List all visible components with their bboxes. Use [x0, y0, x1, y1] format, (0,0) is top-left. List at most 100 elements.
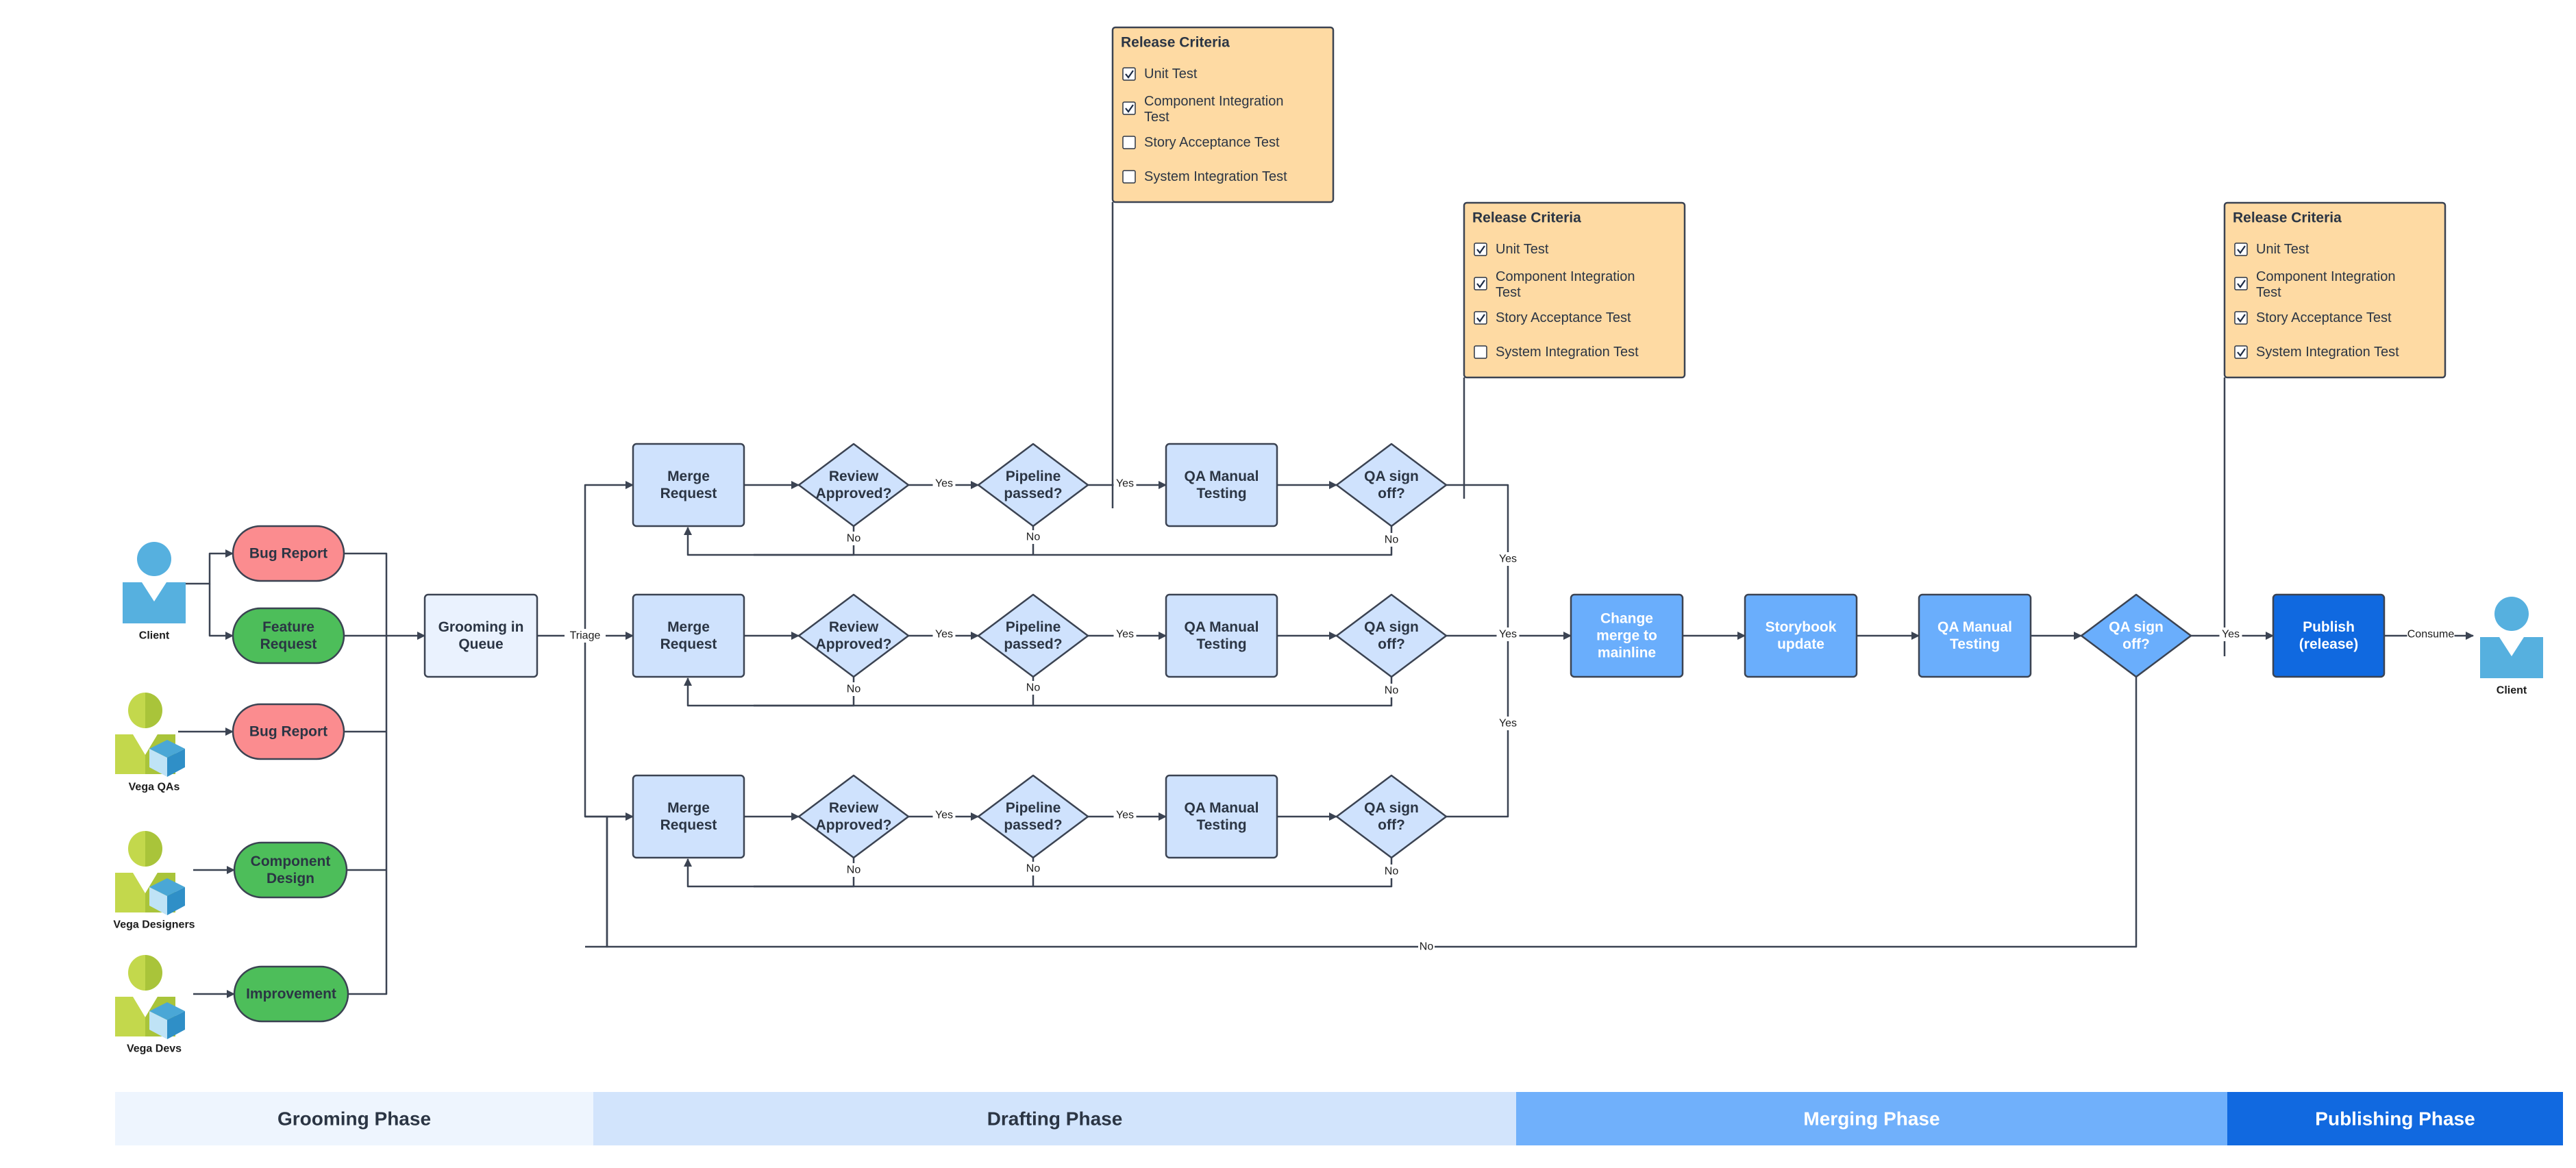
criteria-item-label: Unit Test: [1144, 66, 1198, 82]
criteria-item: Unit Test: [2234, 242, 2309, 257]
vega-designers-actor-label: Vega Designers: [113, 919, 195, 931]
label-signoff-no-3-bg: [1383, 865, 1400, 878]
label-pipeline-no-3-text: No: [1026, 863, 1041, 875]
label-review-yes-2-text: Yes: [935, 629, 953, 641]
release-criteria-title: Release Criteria: [2233, 210, 2342, 226]
label-signoff1-yes-text: Yes: [1499, 554, 1517, 565]
feature-request-node-label: Request: [260, 636, 317, 652]
label-review-yes-3-bg: [932, 808, 956, 822]
qa-manual-testing-merge-node-label: QA Manual: [1937, 619, 2012, 635]
review-approved-node-1-label: Approved?: [816, 486, 892, 501]
review-approved-node-3-label: Approved?: [816, 817, 892, 833]
label-signoff-no-2-text: No: [1385, 685, 1399, 697]
storybook-update-node-label: update: [1777, 636, 1824, 652]
edge-review-no-3: [684, 858, 855, 888]
edge-triage-row3: [584, 636, 633, 818]
label-review-yes-2: Yes: [932, 628, 956, 641]
label-review-yes-2-bg: [932, 628, 956, 641]
label-pipeline-yes-2-text: Yes: [1116, 629, 1134, 641]
label-signoff2-yes-text: Yes: [1499, 629, 1517, 641]
qa-signoff-node-3-label: QA sign: [1364, 800, 1419, 816]
check-mark-icon: [2237, 314, 2246, 323]
label-review-yes-3: Yes: [932, 808, 956, 822]
phase-band-bg: [1516, 1092, 2227, 1145]
phase-label: Publishing Phase: [2315, 1108, 2475, 1130]
criteria-item-label: System Integration Test: [1496, 345, 1639, 360]
label-signoff-no-3: No: [1383, 865, 1400, 878]
pipeline-passed-node-2-label: passed?: [1004, 636, 1062, 652]
label-final-yes-text: Yes: [2222, 629, 2240, 641]
client-end-actor-label: Client: [2497, 685, 2527, 697]
qa-signoff-node-2-shape: [1335, 593, 1448, 678]
phase-band-2: Drafting Phase: [593, 1092, 1516, 1145]
checkbox: [1122, 136, 1136, 149]
label-review-no-1-bg: [845, 532, 862, 545]
feature-request-node-shape: [232, 607, 345, 664]
label-pipeline-no-3-bg: [1025, 862, 1041, 875]
label-pipeline-yes-3-bg: [1113, 808, 1137, 822]
merge-request-node-1-label: Request: [660, 486, 717, 501]
phase-band-1: Grooming Phase: [115, 1092, 593, 1145]
label-triage-bg: [565, 629, 606, 643]
review-approved-node-1-shape: [797, 443, 910, 527]
bug-report-qa-node[interactable]: Bug Report: [232, 703, 345, 760]
review-approved-node-2-label: Review: [829, 619, 879, 635]
qa-manual-testing-node-1-label: Testing: [1196, 486, 1246, 501]
label-final-no-bg: [1418, 940, 1435, 954]
checkbox: [1474, 345, 1487, 359]
review-approved-node-2-label: Approved?: [816, 636, 892, 652]
qa-signoff-node-1-label: QA sign: [1364, 469, 1419, 484]
check-mark-icon: [1476, 245, 1485, 254]
merge-request-node-2-label: Request: [660, 636, 717, 652]
publish-release-node[interactable]: Publish(release): [2272, 593, 2386, 678]
label-pipeline-yes-1-bg: [1113, 477, 1137, 490]
qa-signoff-node-3-shape: [1335, 774, 1448, 859]
label-pipeline-yes-1: Yes: [1113, 477, 1137, 490]
checkbox: [2234, 277, 2248, 290]
label-pipeline-no-1: No: [1025, 530, 1041, 544]
improvement-node[interactable]: Improvement: [233, 965, 349, 1023]
checkbox: [1122, 170, 1136, 184]
review-approved-node-1-label: Review: [829, 469, 879, 484]
criteria-item: System Integration Test: [1474, 345, 1639, 360]
criteria-item-label: Story Acceptance Test: [1496, 310, 1631, 325]
client-person-icon: [123, 542, 186, 623]
change-merge-node-shape: [1570, 593, 1684, 678]
label-final-no-text: No: [1420, 941, 1434, 953]
vega-qas-person-icon: [115, 693, 185, 777]
label-signoff1-yes: Yes: [1496, 552, 1520, 566]
criteria-item-label: Unit Test: [2256, 242, 2309, 257]
merge-request-node-3-label: Request: [660, 817, 717, 833]
label-signoff3-yes: Yes: [1496, 717, 1520, 730]
bug-report-client-node[interactable]: Bug Report: [232, 525, 345, 582]
checkbox: [1474, 277, 1487, 290]
criteria-item-label: Component Integration: [2256, 269, 2395, 284]
release-criteria-bg: [1111, 26, 1335, 203]
label-review-no-3-text: No: [847, 865, 861, 876]
criteria-item: Story Acceptance Test: [1474, 310, 1631, 325]
edge-client-feature: [208, 584, 234, 640]
